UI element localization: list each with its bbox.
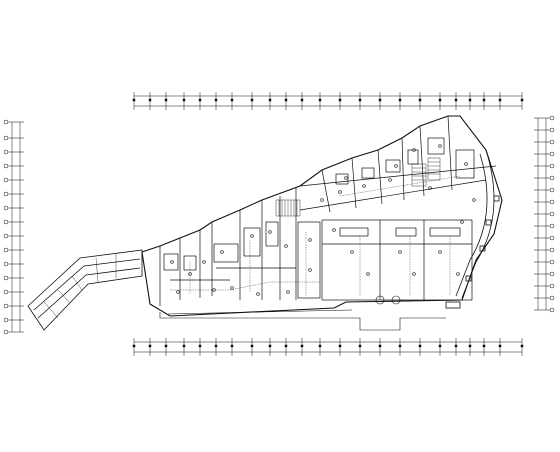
grid-axis-bubble — [3, 289, 9, 295]
curved-facade — [445, 149, 500, 309]
stairs — [275, 157, 441, 217]
grid-axis-bubble — [3, 163, 9, 169]
grid-axis-bubble — [3, 119, 9, 125]
dimension-marker — [132, 344, 136, 348]
dimension-marker — [468, 344, 472, 348]
dimension-marker — [418, 344, 422, 348]
right-dimension-chain — [534, 115, 555, 313]
dimension-marker — [498, 98, 502, 102]
entrance-podium — [159, 295, 446, 331]
dimension-marker — [132, 98, 136, 102]
dimension-marker — [338, 344, 342, 348]
grid-axis-bubble — [3, 275, 9, 281]
grid-axis-bubble — [549, 139, 555, 145]
grid-axis-bubble — [549, 271, 555, 277]
dimension-marker — [250, 344, 254, 348]
wiring-runs — [170, 175, 461, 296]
dimension-marker — [520, 344, 524, 348]
dimension-marker — [284, 98, 288, 102]
bottom-dimension-chain — [132, 338, 524, 356]
grid-axis-bubble — [3, 135, 9, 141]
grid-axis-bubble — [3, 247, 9, 253]
grid-axis-bubble — [549, 247, 555, 253]
dimension-marker — [318, 98, 322, 102]
dimension-marker — [482, 344, 486, 348]
dimension-marker — [198, 344, 202, 348]
dimension-marker — [520, 98, 524, 102]
grid-axis-bubble — [549, 163, 555, 169]
dimension-marker — [378, 344, 382, 348]
grid-axis-bubble — [549, 175, 555, 181]
corridor-wing — [27, 249, 143, 331]
dimension-marker — [398, 98, 402, 102]
grid-axis-bubble — [3, 303, 9, 309]
grid-axis-bubble — [549, 187, 555, 193]
grid-axis-bubble — [549, 307, 555, 313]
dimension-marker — [284, 344, 288, 348]
dimension-marker — [214, 98, 218, 102]
dimension-marker — [338, 98, 342, 102]
dimension-marker — [468, 98, 472, 102]
grid-axis-bubble — [3, 149, 9, 155]
dimension-marker — [182, 98, 186, 102]
left-dimension-chain — [3, 119, 24, 335]
grid-axis-bubble — [549, 295, 555, 301]
dimension-marker — [454, 344, 458, 348]
dimension-marker — [482, 98, 486, 102]
dimension-marker — [164, 98, 168, 102]
dimension-marker — [418, 98, 422, 102]
grid-axis-bubble — [549, 151, 555, 157]
grid-axis-bubble — [549, 283, 555, 289]
dimension-marker — [358, 98, 362, 102]
grid-axis-bubble — [3, 233, 9, 239]
dimension-marker — [164, 344, 168, 348]
dimension-marker — [268, 98, 272, 102]
upper-room-strip — [299, 115, 497, 213]
grid-axis-bubble — [3, 329, 9, 335]
dimension-marker — [148, 98, 152, 102]
grid-axis-bubble — [3, 219, 9, 225]
grid-axis-bubble — [549, 235, 555, 241]
dimension-marker — [300, 344, 304, 348]
dimension-marker — [198, 98, 202, 102]
dimension-marker — [438, 344, 442, 348]
grid-axis-bubble — [549, 199, 555, 205]
dimension-marker — [398, 344, 402, 348]
grid-axis-bubble — [549, 259, 555, 265]
dimension-marker — [358, 344, 362, 348]
dimension-marker — [230, 344, 234, 348]
grid-axis-bubble — [549, 115, 555, 121]
dimension-marker — [318, 344, 322, 348]
dimension-marker — [182, 344, 186, 348]
grid-axis-bubble — [3, 261, 9, 267]
dimension-marker — [378, 98, 382, 102]
dimension-marker — [300, 98, 304, 102]
grid-axis-bubble — [3, 205, 9, 211]
dimension-marker — [454, 98, 458, 102]
dimension-marker — [230, 98, 234, 102]
grid-axis-bubble — [3, 317, 9, 323]
stepped-facade — [159, 188, 321, 306]
dimension-marker — [498, 344, 502, 348]
dimension-marker — [438, 98, 442, 102]
top-dimension-chain — [132, 92, 524, 110]
dimension-marker — [250, 98, 254, 102]
grid-axis-bubble — [3, 177, 9, 183]
grid-axis-bubble — [549, 223, 555, 229]
dimension-marker — [214, 344, 218, 348]
grid-axis-bubble — [549, 211, 555, 217]
dimension-marker — [148, 344, 152, 348]
central-halls — [321, 219, 473, 301]
grid-axis-bubble — [3, 191, 9, 197]
grid-axis-bubble — [549, 127, 555, 133]
dimension-marker — [268, 344, 272, 348]
